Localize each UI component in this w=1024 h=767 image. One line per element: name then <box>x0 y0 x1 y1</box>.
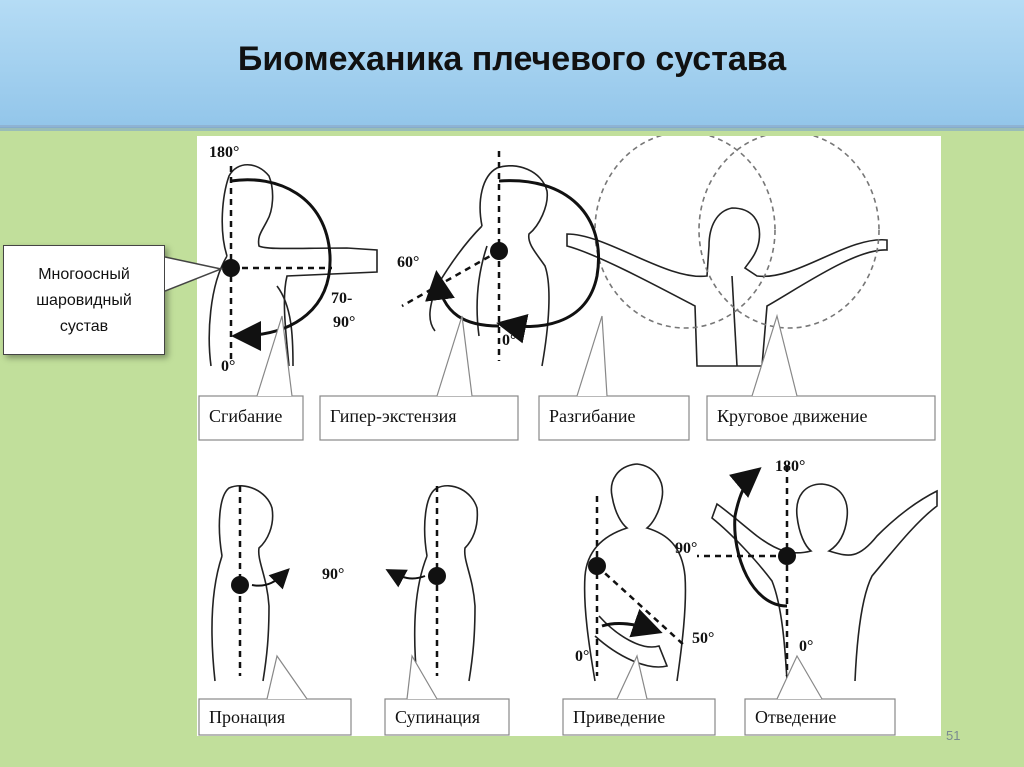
label-boxes <box>198 313 936 736</box>
flexion-figure <box>208 163 378 367</box>
angle-extension-0: 0° <box>502 332 517 349</box>
pronation-figure <box>211 484 274 682</box>
angle-flexion-180: 180° <box>209 144 240 161</box>
angle-abduction-180: 180° <box>775 458 806 475</box>
diagram-drawing <box>198 136 938 736</box>
angle-hyper-60: 60° <box>397 254 420 271</box>
extension-figure <box>429 164 550 367</box>
angle-rotation-90: 90° <box>322 566 345 583</box>
label-pronation: Пронация <box>209 707 286 727</box>
angle-flexion-70: 70- <box>331 290 353 307</box>
label-hyperextension: Гипер-экстензия <box>330 406 457 426</box>
angle-adduction-50: 50° <box>692 630 715 647</box>
label-extension: Разгибание <box>549 406 636 426</box>
angle-adduction-0: 0° <box>575 648 590 665</box>
supination-figure <box>413 484 479 682</box>
joint-dots <box>222 242 796 594</box>
angle-flexion-90: 90° <box>333 314 356 331</box>
label-circular: Круговое движение <box>717 406 868 426</box>
callout-pointer <box>165 256 224 292</box>
label-abduction: Отведение <box>755 707 837 727</box>
callout-line-3: сустав <box>59 318 109 335</box>
angle-abduction-0: 0° <box>799 638 814 655</box>
motion-arcs <box>230 178 788 638</box>
shoulder-biomechanics-diagram: Сгибание Гипер-экстензия Разгибание Круг… <box>197 136 941 736</box>
page-number: 51 <box>946 728 961 743</box>
callout-line-1: Многоосный <box>38 266 130 283</box>
angle-adduction-90: 90° <box>675 540 698 557</box>
circular-figure <box>566 136 888 367</box>
label-adduction: Приведение <box>573 707 666 727</box>
adduction-figure <box>583 463 687 682</box>
title-bar: Биомеханика плечевого сустава <box>0 0 1024 131</box>
slide-title: Биомеханика плечевого сустава <box>237 40 787 78</box>
angle-flexion-0: 0° <box>221 358 236 375</box>
callout-box: Многоосный шаровидный сустав <box>3 245 165 355</box>
abduction-figure <box>711 483 938 682</box>
callout-line-2: шаровидный <box>36 292 132 309</box>
label-flexion: Сгибание <box>209 406 283 426</box>
label-supination: Супинация <box>395 707 480 727</box>
